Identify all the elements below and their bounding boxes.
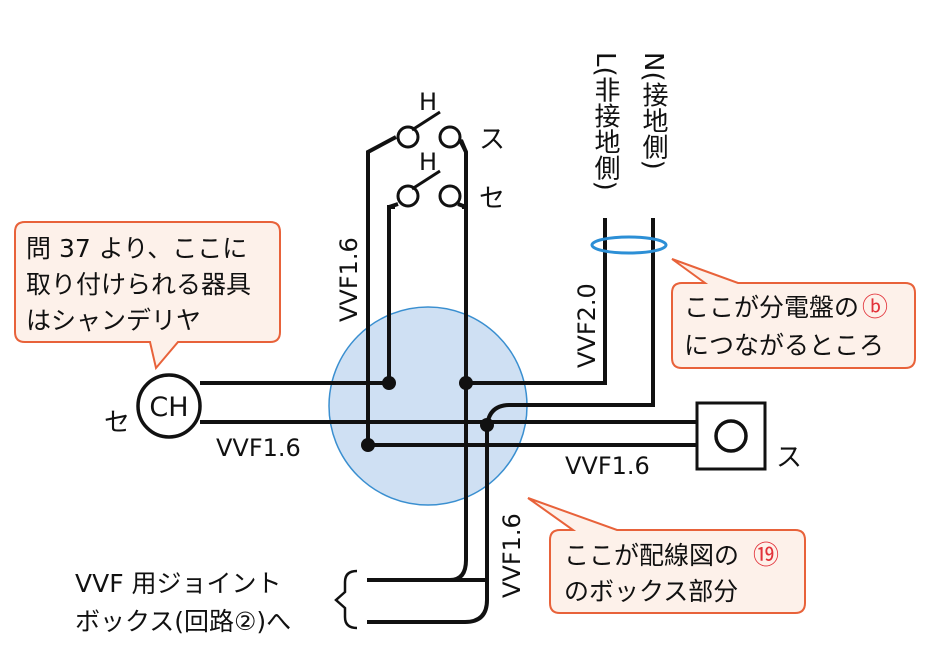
junction-dot [382, 376, 396, 390]
switch-top [396, 110, 468, 153]
junction-dot [361, 438, 375, 452]
callout-box-box [527, 497, 806, 614]
cable-tie-icon [590, 235, 668, 255]
callout-box-line-2: のボックス部分 [564, 577, 738, 606]
fixture-circle-icon [714, 419, 748, 453]
cable-label-right: VVF1.6 [565, 452, 650, 480]
chandelier-side-label: セ [104, 408, 130, 438]
switch-bottom-contact-right [438, 184, 462, 208]
bottom-brace-icon [334, 569, 358, 630]
supply-line-wire [466, 218, 607, 385]
switch-bottom-lever [411, 169, 441, 191]
bottom-wire-2 [367, 430, 489, 624]
fixture-box-right [695, 401, 767, 471]
callout-panel-box [671, 258, 916, 369]
cable-label-supply: VVF2.0 [573, 283, 601, 368]
supply-neutral-label: N(接地側) [638, 52, 668, 170]
cable-label-bottom: VVF1.6 [498, 513, 526, 598]
switch-top-contact-right [438, 125, 462, 149]
callout-panel-marker: ⓑ [862, 293, 888, 323]
switch-top-contact-left [396, 125, 420, 149]
junction-dot [480, 418, 494, 432]
callout-panel-line-2: につながるところ [684, 331, 884, 360]
outlet-side-label: ス [776, 443, 802, 473]
callout-fixture-line-1: 問 37 より、ここに [26, 234, 247, 263]
callout-fixture-box [14, 221, 281, 371]
cable-label-switch: VVF1.6 [335, 237, 363, 322]
callout-fixture: 問 37 より、ここに 取り付けられる器具 はシャンデリヤ [14, 221, 281, 371]
bottom-note-line-2: ボックス(回路②)へ [75, 607, 291, 636]
switch-bottom-link-left [388, 202, 399, 209]
switch-bottom-letter: H [419, 148, 437, 176]
junction-dot [459, 376, 473, 390]
supply-line-label: L(非接地側) [590, 52, 620, 191]
chandelier-symbol: CH [149, 392, 188, 423]
switch-top-target: ス [479, 125, 505, 155]
switch-bottom [388, 169, 467, 209]
callout-box-line-1: ここが配線図の [564, 541, 739, 570]
callout-panel-line-1: ここが分電盤の [684, 293, 859, 322]
callout-box-marker: ⑲ [753, 541, 779, 571]
switch-bottom-target: セ [479, 184, 505, 214]
switch-top-lever [411, 110, 441, 132]
switch-top-return [366, 135, 397, 445]
callout-fixture-line-2: 取り付けられる器具 [26, 270, 251, 299]
callout-panel: ここが分電盤の ⓑ につながるところ [671, 258, 916, 369]
cable-label-left: VVF1.6 [216, 434, 301, 462]
junction-dots [361, 376, 494, 452]
chandelier-fixture: CH [136, 373, 202, 439]
bottom-wire-1 [367, 383, 468, 582]
switch-bottom-contact-left [396, 184, 420, 208]
callout-box: ここが配線図の ⑲ のボックス部分 [527, 497, 806, 614]
callout-fixture-line-3: はシャンデリヤ [26, 306, 201, 335]
bottom-note-line-1: VVF 用ジョイント [75, 569, 282, 598]
switch-top-letter: H [419, 88, 437, 116]
switch-top-link [458, 139, 468, 153]
chandelier-icon [136, 373, 202, 439]
switch-bottom-link-right [457, 202, 467, 209]
